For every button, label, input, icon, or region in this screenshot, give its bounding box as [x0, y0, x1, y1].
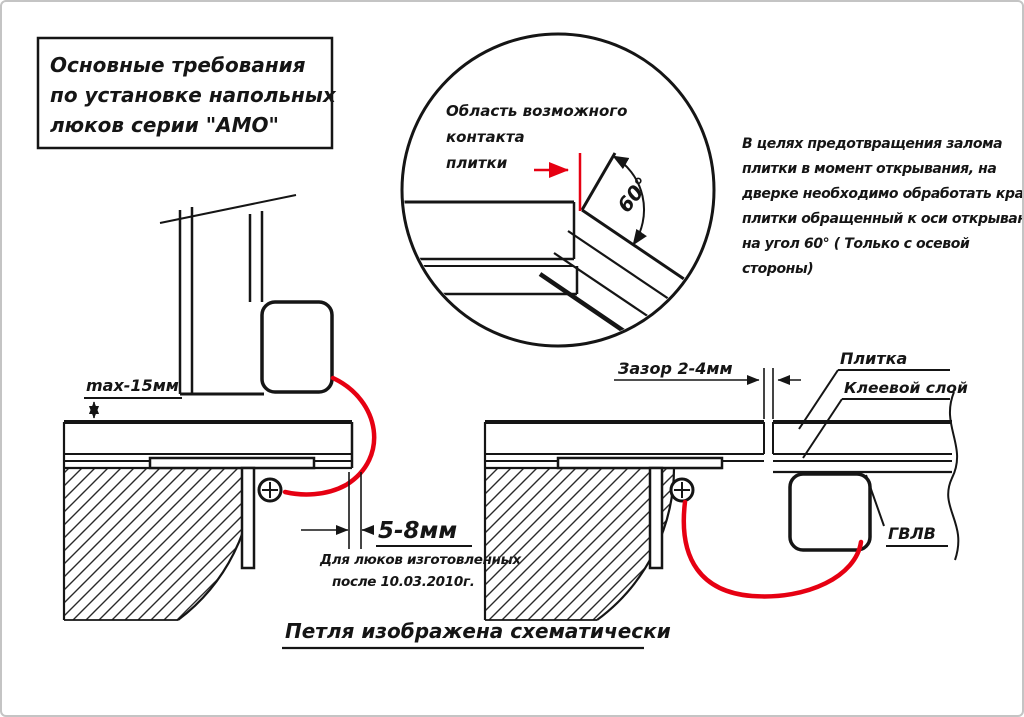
dim-5-8-label: 5-8мм	[378, 518, 457, 544]
left-open-door	[159, 194, 334, 396]
right-hinge-bracket	[556, 456, 724, 570]
left-note-line-2: после 10.03.2010г.	[332, 574, 475, 590]
left-hatch-area	[64, 468, 254, 620]
contact-label-3: плитки	[446, 154, 508, 172]
left-note: Для люков изготовленных после 10.03.2010…	[319, 552, 523, 590]
note-paragraph: В целях предотвращения залома плитки в м…	[741, 136, 1024, 277]
left-note-line-1: Для люков изготовленных	[319, 552, 523, 568]
board-leader-line	[865, 474, 885, 527]
contact-label-1: Область возможного	[446, 102, 627, 120]
note-line-3: дверке необходимо обработать край	[741, 186, 1024, 202]
title-line-2: по установке напольных	[50, 83, 337, 107]
door-tile-chamfer	[580, 152, 617, 211]
break-line	[159, 194, 297, 224]
contact-area-label: Область возможного контакта плитки	[446, 102, 627, 172]
bottom-caption: Петля изображена схематически	[282, 619, 671, 650]
hinge-schematic-curve	[681, 499, 864, 599]
dim-max-15: max-15мм	[84, 376, 182, 419]
right-hatch-area	[485, 468, 674, 620]
angle-arc	[612, 155, 647, 246]
tile-leader-line	[798, 369, 839, 430]
note-line-5: на угол 60° ( Только с осевой	[742, 236, 970, 252]
note-line-1: В целях предотвращения залома	[742, 136, 1002, 152]
dim-gap-label: Зазор 2-4мм	[617, 359, 733, 378]
title-block-frame	[36, 36, 334, 150]
label-glue: Клеевой слой	[844, 379, 968, 397]
caption-text: Петля изображена схематически	[285, 619, 671, 643]
note-line-4: плитки обращенный к оси открывания	[742, 211, 1024, 227]
title-line-1: Основные требования	[50, 53, 306, 77]
dim-5-8: 5-8мм	[301, 472, 472, 549]
contact-label-2: контакта	[446, 128, 525, 146]
detail-view-circle: 60° Область возможного контакта плитки	[400, 32, 716, 348]
left-section-view: max-15мм 5-8мм Для люков изготовленных п…	[62, 194, 523, 621]
title-block: Основные требования по установке напольн…	[36, 36, 337, 150]
title-line-3: люков серии "АМО"	[50, 113, 279, 137]
detail-circle-outline	[400, 32, 716, 348]
dim-gap-2-4: Зазор 2-4мм	[614, 359, 801, 419]
break-wavy-line	[947, 391, 960, 561]
label-board: ГВЛВ	[888, 524, 936, 543]
door-pan-profile	[788, 472, 872, 552]
door-pan-profile	[260, 300, 334, 394]
dim-max-15-label: max-15мм	[86, 376, 179, 395]
right-section-view: Зазор 2-4мм Плитка Клеевой слой ГВЛВ	[483, 349, 968, 621]
glue-leader-line	[802, 398, 843, 459]
layer-labels: Плитка Клеевой слой ГВЛВ	[798, 349, 968, 547]
left-hinge-bracket	[148, 456, 316, 570]
note-line-6: стороны)	[742, 261, 813, 277]
contact-area-marks	[534, 153, 582, 211]
hinge-schematic-curve	[282, 375, 377, 497]
note-line-2: плитки в момент открывания, на	[742, 161, 996, 177]
label-tile: Плитка	[840, 349, 907, 368]
